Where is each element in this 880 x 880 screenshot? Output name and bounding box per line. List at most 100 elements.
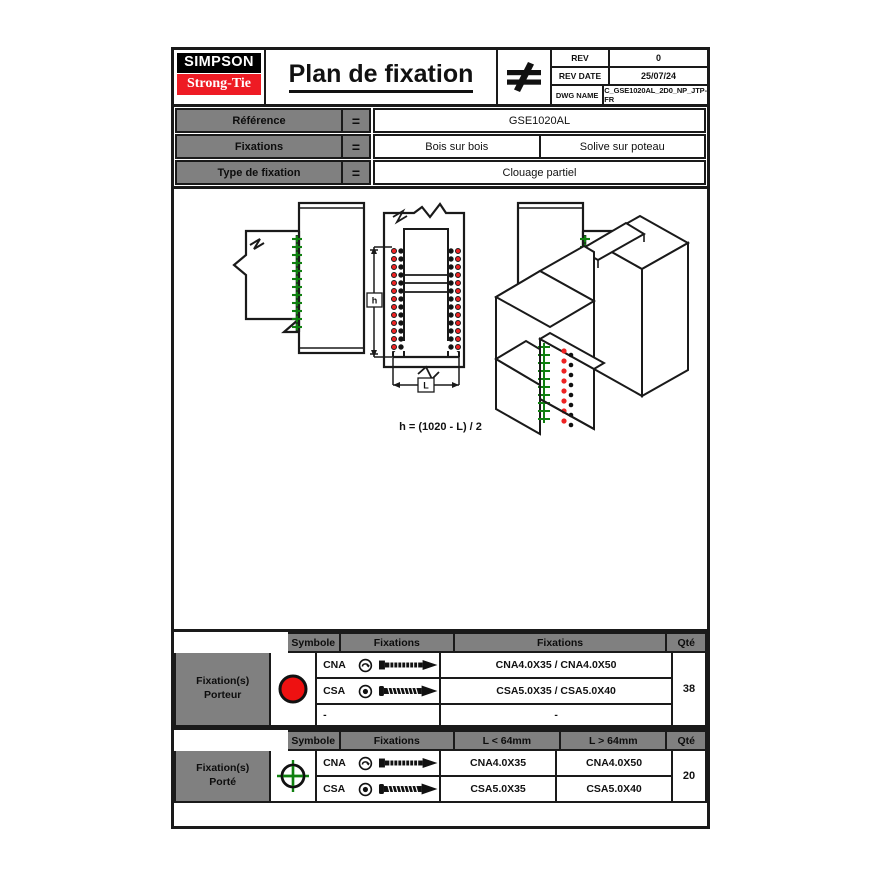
spec-row-fixations: Fixations = Bois sur bois Solive sur pot…	[175, 134, 706, 159]
logo-simpson-text: SIMPSON	[177, 53, 261, 73]
spec-row-type: Type de fixation = Clouage partiel	[175, 160, 706, 185]
spec-key-fixations: Fixations	[175, 134, 343, 159]
dwg-name-label: DWG NAME	[552, 86, 605, 104]
header-fixations-1: Fixations	[340, 632, 455, 653]
fixation-cell-csa: CSA	[317, 777, 442, 803]
center-section-view: h L	[366, 202, 466, 393]
fastener-size-short-cna: CNA4.0X35	[441, 751, 558, 777]
row-label-line1: Fixation(s)	[196, 675, 250, 688]
symbol-cell-porteur	[271, 653, 318, 727]
table-row: CSA	[317, 777, 674, 803]
fastener-size-short-csa: CSA5.0X35	[441, 777, 558, 803]
green-crosshair-circle-icon	[277, 760, 310, 792]
spec-value-fixations-2: Solive sur poteau	[540, 134, 706, 159]
revision-row: REV 0	[552, 50, 707, 68]
revision-block: REV 0 REV DATE 25/07/24 DWG NAME C_GSE10…	[552, 50, 707, 104]
revision-date-row: REV DATE 25/07/24	[552, 68, 707, 86]
fastener-code: CSA	[323, 685, 346, 697]
row-label-porteur: Fixation(s) Porteur	[174, 653, 272, 727]
rev-value: 0	[655, 53, 661, 63]
header-spacer	[174, 632, 288, 653]
spec-value-reference: GSE1020AL	[373, 108, 706, 133]
nail-profile-icon	[378, 660, 438, 670]
spec-equals-icon: =	[343, 134, 371, 159]
dimension-l-label: L	[423, 381, 429, 391]
screw-head-icon	[358, 782, 372, 796]
row-label-line2: Porté	[209, 776, 237, 788]
not-equal-glyph	[507, 62, 541, 92]
fastener-size-long-csa: CSA5.0X40	[557, 777, 674, 803]
screw-head-icon	[358, 684, 372, 698]
annular-nail-head-icon	[358, 756, 372, 770]
beam-outline	[232, 229, 301, 334]
break-line-symbol	[392, 208, 408, 225]
dimension-l-box	[417, 377, 435, 393]
spec-value-fixations-1: Bois sur bois	[373, 134, 541, 159]
header-symbole: Symbole	[287, 730, 341, 751]
fasteners-table-porte: Symbole Fixations L < 64mm L > 64mm Qté …	[174, 730, 708, 803]
table-row: CSA	[317, 679, 674, 705]
quantity-porte: 20	[673, 751, 707, 803]
dimension-h-label: h	[372, 296, 378, 306]
table-row: CNA	[317, 653, 674, 679]
fastener-size-long-cna: CNA4.0X50	[557, 751, 674, 777]
rev-date-label: REV DATE	[552, 68, 610, 84]
table-row: CNA	[317, 751, 674, 777]
iso-connector-top	[538, 331, 606, 371]
page-title-text: Plan de fixation	[288, 61, 474, 93]
spec-value-type: Clouage partiel	[373, 160, 706, 185]
header-symbole: Symbole	[287, 632, 341, 653]
header-fixations-2: Fixations	[454, 632, 668, 653]
nail-profile-icon	[378, 758, 438, 768]
dwg-name-row: DWG NAME C_GSE1020AL_2D0_NP_JTP-FR	[552, 86, 707, 104]
carrier-fastener-band-left	[390, 247, 405, 351]
isometric-view	[493, 214, 691, 436]
company-logo: SIMPSON Strong-Tie	[174, 50, 266, 104]
row-label-porte: Fixation(s) Porté	[174, 751, 272, 803]
red-filled-circle-icon	[278, 674, 308, 704]
fastener-code: CSA	[323, 783, 346, 795]
header-qte: Qté	[667, 632, 707, 653]
fastener-code: CNA	[323, 757, 346, 769]
rev-date-value: 25/07/24	[640, 71, 677, 81]
fixation-cell-cna: CNA	[317, 751, 442, 777]
row-label-line2: Porteur	[204, 689, 242, 701]
screw-profile-icon	[378, 685, 438, 697]
fastener-sizes-empty: -	[441, 705, 674, 727]
left-elevation-view	[232, 201, 366, 355]
header-length-short: L < 64mm	[454, 730, 562, 751]
specification-table: Référence = GSE1020AL Fixations = Bois s…	[174, 107, 707, 189]
iso-beam-top	[493, 269, 597, 329]
spec-key-type: Type de fixation	[175, 160, 343, 185]
screw-profile-icon	[378, 783, 438, 795]
symbol-cell-porte	[271, 751, 318, 803]
drawing-sheet: SIMPSON Strong-Tie Plan de fixation REV …	[171, 47, 710, 829]
fasteners-table-porteur: Symbole Fixations Fixations Qté Fixation…	[174, 632, 707, 730]
logo-strongtie-text: Strong-Tie	[177, 73, 261, 95]
fastener-code: CNA	[323, 659, 346, 671]
quantity-porteur: 38	[673, 653, 707, 727]
header-fixations: Fixations	[340, 730, 455, 751]
spec-row-reference: Référence = GSE1020AL	[175, 108, 706, 133]
rev-label: REV	[552, 50, 610, 66]
height-formula: h = (1020 - L) / 2	[399, 421, 482, 433]
page-title: Plan de fixation	[266, 50, 498, 104]
spec-equals-icon: =	[343, 108, 371, 133]
not-equal-icon	[498, 50, 552, 104]
technical-drawing-area: h L	[174, 189, 707, 632]
row-label-line1: Fixation(s)	[196, 762, 250, 775]
title-block: SIMPSON Strong-Tie Plan de fixation REV …	[174, 50, 707, 107]
fixation-cell-csa: CSA	[317, 679, 442, 705]
iso-post-side	[641, 241, 689, 398]
table-header-row: Symbole Fixations Fixations Qté	[174, 632, 707, 653]
post-outline	[297, 201, 366, 355]
table-header-row: Symbole Fixations L < 64mm L > 64mm Qté	[174, 730, 708, 751]
dwg-name-value: C_GSE1020AL_2D0_NP_JTP-FR	[604, 86, 707, 104]
carrier-fastener-band-right	[447, 247, 462, 351]
iso-carrier-fasteners	[561, 348, 574, 428]
table-row: - -	[317, 705, 674, 727]
fastener-sizes-csa: CSA5.0X35 / CSA5.0X40	[441, 679, 674, 705]
header-spacer	[174, 730, 288, 751]
spec-equals-icon: =	[343, 160, 371, 185]
annular-nail-head-icon	[358, 658, 372, 672]
